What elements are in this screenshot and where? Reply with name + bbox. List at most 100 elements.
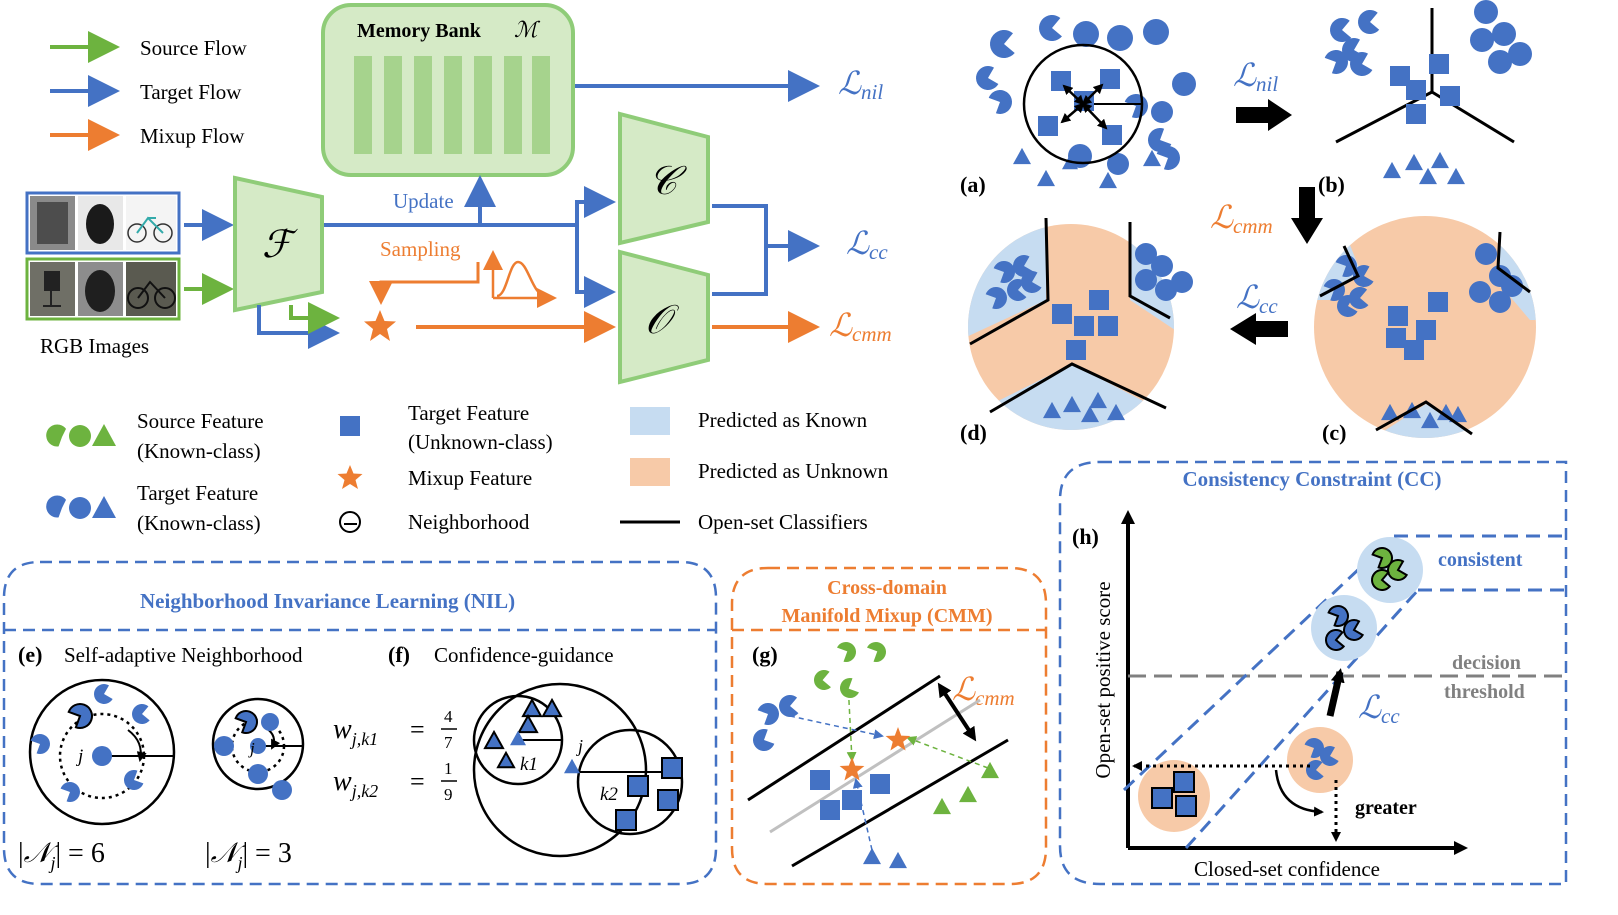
triangle-feature: [959, 785, 977, 803]
mixup-flow-label: Mixup Flow: [140, 124, 245, 148]
triangle-feature: [1381, 403, 1399, 421]
circle-feature: [1143, 19, 1169, 45]
panel-a-label: (a): [960, 172, 986, 197]
square-feature: [870, 774, 890, 794]
nil-box: Neighborhood Invariance Learning (NIL) (…: [2, 560, 718, 886]
pacman-feature: [1147, 128, 1172, 153]
target-feature-sub: (Known-class): [137, 511, 261, 535]
circle-feature: [1107, 153, 1129, 175]
triangle-feature: [496, 750, 516, 769]
target-to-mixup-arrow: [257, 305, 340, 349]
to-o-arrow: [575, 225, 616, 308]
pacman-feature: [1156, 145, 1180, 170]
pacman-feature: [990, 29, 1015, 58]
pacman-feature: [124, 770, 144, 791]
known-region-swatch: [630, 407, 670, 435]
unknown-bubble: [1287, 727, 1353, 793]
triangle-feature: [1063, 395, 1081, 413]
rgb-images-label: RGB Images: [40, 334, 149, 358]
square-feature: [1406, 80, 1426, 100]
decision-boundary: [1319, 245, 1360, 298]
square-feature: [1102, 125, 1122, 145]
e-title: Self-adaptive Neighborhood: [64, 643, 303, 667]
triangle-feature: [1043, 401, 1061, 419]
cmm-title-1: Cross-domain: [827, 577, 947, 599]
pacman-feature: [1324, 49, 1348, 74]
svg-text:7: 7: [444, 733, 453, 752]
panel-b-label: (b): [1318, 172, 1345, 197]
circle-feature: [1475, 243, 1497, 265]
pull-arrow: [1060, 94, 1093, 124]
source-feature-sub: (Known-class): [137, 439, 261, 463]
loss-cmm: ℒcmm: [829, 307, 892, 346]
pacman-feature: [753, 728, 775, 751]
square-feature: [1052, 304, 1072, 324]
pacman-feature: [1320, 745, 1339, 766]
circle-feature: [1151, 255, 1173, 277]
pacman-feature: [1343, 619, 1365, 641]
panel-g-label: (g): [752, 642, 778, 667]
circle-feature: [1171, 271, 1193, 293]
j-label: j: [248, 739, 255, 758]
manifold-boundary: [747, 674, 941, 802]
square-feature: [820, 800, 840, 820]
source-flow-label: Source Flow: [140, 36, 248, 60]
triangle-feature: [1447, 167, 1465, 185]
neighborhood-k2: [576, 728, 684, 836]
square-feature: [1066, 340, 1086, 360]
square-feature: [1428, 292, 1448, 312]
pacman-feature: [976, 66, 999, 91]
svg-text:wj,k1: wj,k1: [333, 714, 378, 749]
square-feature: [1038, 116, 1058, 136]
svg-text:=: =: [410, 715, 425, 744]
neighborhood-label: Neighborhood: [408, 510, 530, 534]
threshold-label: threshold: [1444, 681, 1525, 703]
rgb-images: RGB Images: [25, 191, 181, 358]
pacman-feature: [834, 640, 858, 664]
pacman-feature: [1325, 629, 1346, 651]
neighborhood-circle: [28, 678, 176, 826]
panel-h: [1121, 510, 1566, 855]
pacman-feature: [1021, 270, 1042, 293]
triangle-feature: [981, 761, 999, 779]
circle-feature: [92, 746, 112, 766]
to-c-arrow: [575, 186, 616, 225]
panel-b: [1324, 0, 1532, 185]
square-feature: [1100, 69, 1120, 89]
cc-box: Consistency Constraint (CC) (h) consiste…: [1058, 460, 1568, 886]
predicted-known-label: Predicted as Known: [698, 408, 868, 432]
source-circle-icon: [69, 425, 91, 447]
predicted-unknown-label: Predicted as Unknown: [698, 459, 889, 483]
arrow-cd-loss: ℒcc: [1236, 279, 1278, 318]
adaptive-arrow: [127, 729, 147, 762]
pacman-feature: [132, 703, 150, 724]
square-feature: [1406, 104, 1426, 124]
k2-label: k2: [600, 784, 618, 805]
square-feature: [1051, 71, 1071, 91]
greater-arrow: [1274, 769, 1324, 817]
pacman-feature: [838, 676, 862, 700]
circle-feature: [1474, 0, 1498, 24]
pacman-feature: [67, 703, 93, 729]
cmm-box: Cross-domain Manifold Mixup (CMM) (g) ℒc…: [730, 566, 1048, 886]
circle-feature: [248, 764, 268, 784]
square-feature: [1098, 316, 1118, 336]
pacman-feature: [1327, 605, 1349, 627]
manifold-boundary: [791, 738, 1009, 868]
pacman-feature: [1350, 52, 1373, 77]
nil-title: Neighborhood Invariance Learning (NIL): [140, 589, 515, 613]
source-pacman-icon: [46, 424, 67, 447]
unknown-bubble: [1138, 760, 1210, 832]
mixup-feature-icon: [337, 465, 363, 489]
sampling-label: Sampling: [380, 237, 461, 261]
circle-feature: [1135, 243, 1157, 265]
mixup-feature-label: Mixup Feature: [408, 466, 532, 490]
square-feature: [1429, 54, 1449, 74]
cmm-title-2: Manifold Mixup (CMM): [781, 605, 992, 627]
triangle-feature: [1143, 149, 1161, 167]
triangle-feature: [933, 797, 951, 815]
target-circle-icon: [69, 497, 91, 519]
arrow-cd-icon: [1230, 313, 1288, 345]
margin-arrow: [937, 682, 977, 742]
